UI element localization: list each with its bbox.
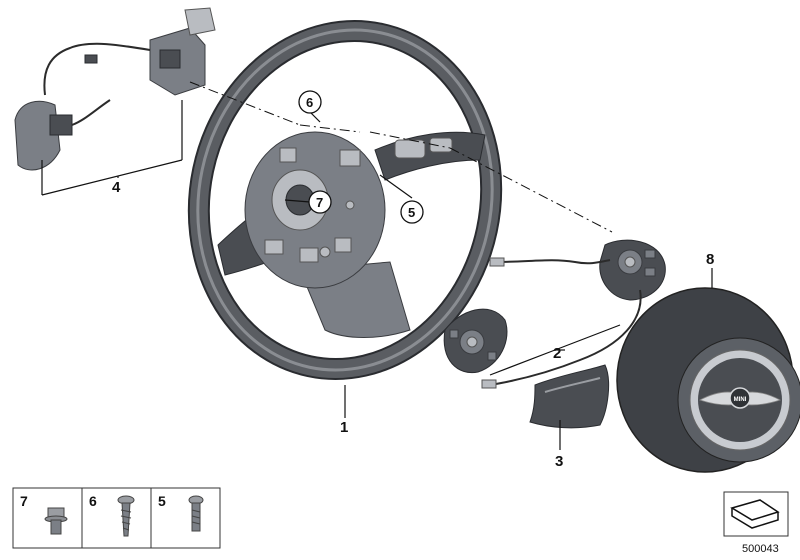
bracket-symbol-icon	[730, 499, 780, 529]
fastener-legend: 7 6 5	[12, 487, 221, 549]
legend-item-6: 6	[89, 493, 135, 537]
callout-6-circle	[298, 90, 322, 114]
airbag-badge-text: MINI	[734, 397, 747, 403]
legend-item-5: 5	[158, 493, 204, 532]
torx-screw-icon	[188, 495, 204, 532]
callout-2: 2	[553, 345, 561, 362]
switch-cable-harness	[481, 257, 642, 389]
legend-label-5: 5	[158, 493, 166, 509]
callout-8: 8	[706, 251, 714, 268]
callout-4: 4	[112, 179, 121, 196]
callout-5: 5	[408, 205, 415, 220]
callout-6: 6	[306, 95, 313, 110]
legend-item-7: 7	[20, 493, 68, 535]
callout-7: 7	[316, 195, 323, 210]
wiring-switch-module	[14, 7, 216, 171]
callout-1: 1	[340, 419, 348, 436]
flange-bolt-icon	[44, 507, 68, 535]
callouts: 1 2 3 4 8 5 6 7	[112, 90, 714, 470]
callout-3: 3	[555, 453, 563, 470]
legend-label-6: 6	[89, 493, 97, 509]
legend-label-7: 7	[20, 493, 28, 509]
airbag-module: MINI	[616, 287, 800, 473]
callout-7-circle	[308, 190, 332, 214]
diagram-reference: 500043	[723, 491, 789, 555]
trim-cover	[529, 364, 610, 429]
self-tapping-screw-icon	[117, 495, 135, 537]
multifunction-switch-left	[443, 308, 508, 374]
steering-wheel	[187, 20, 503, 380]
diagram-number: 500043	[742, 543, 779, 555]
assembly-lines	[189, 81, 613, 233]
callout-5-circle	[400, 200, 424, 224]
leader-lines	[41, 100, 713, 450]
multifunction-switch-right	[599, 239, 666, 301]
